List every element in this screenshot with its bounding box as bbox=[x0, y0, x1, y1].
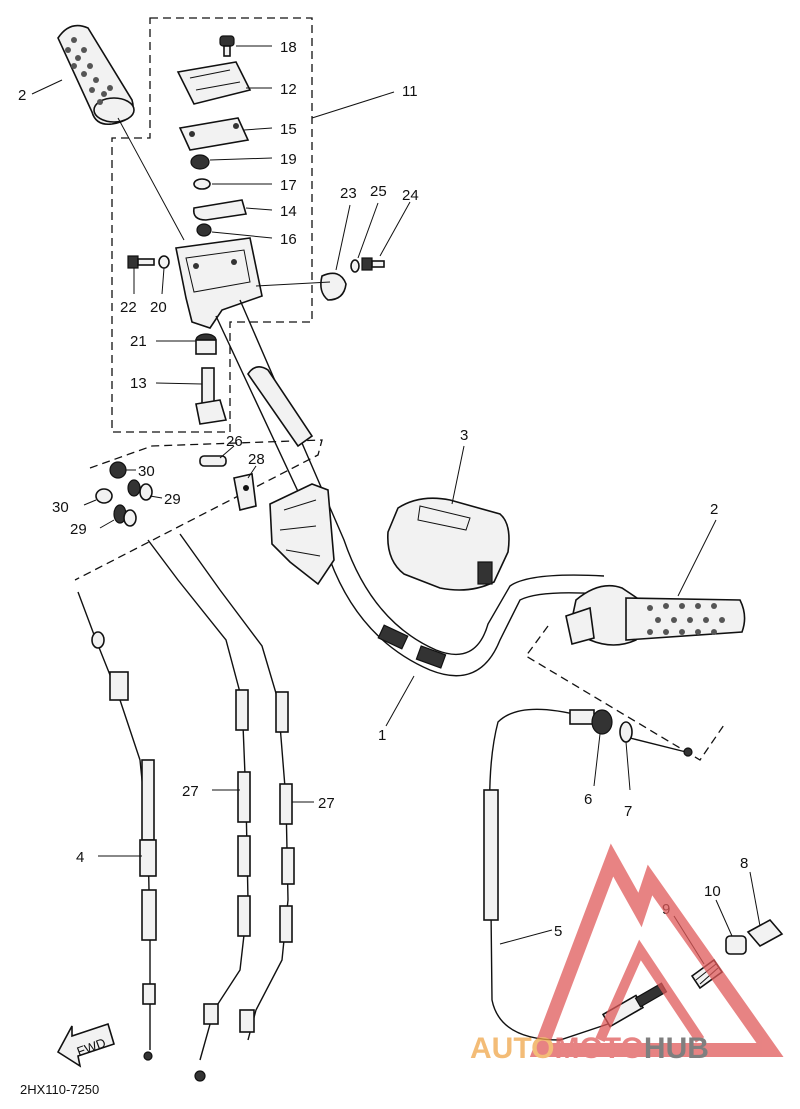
pin-26 bbox=[199, 455, 227, 467]
callout-5: 5 bbox=[554, 923, 562, 940]
callout-2-right: 2 bbox=[710, 501, 718, 518]
spring-16 bbox=[196, 223, 212, 237]
svg-text:AUTOMOTOHUB: AUTOMOTOHUB bbox=[470, 1032, 709, 1065]
right-grip bbox=[625, 597, 746, 641]
block-28 bbox=[233, 473, 257, 511]
cable-4 bbox=[77, 591, 157, 1061]
callout-15: 15 bbox=[280, 121, 297, 138]
callout-21: 21 bbox=[130, 333, 147, 350]
callout-30-right: 30 bbox=[138, 463, 155, 480]
leader-1 bbox=[385, 675, 415, 727]
callout-14: 14 bbox=[280, 203, 297, 220]
callout-27-right: 27 bbox=[318, 795, 335, 812]
handlebar-switch-3 bbox=[387, 497, 510, 591]
callout-16: 16 bbox=[280, 231, 297, 248]
watermark-auto: AUTO bbox=[470, 1032, 554, 1065]
callout-29-right: 29 bbox=[164, 491, 181, 508]
callout-7: 7 bbox=[624, 803, 632, 820]
gasket-15 bbox=[178, 117, 250, 151]
cable-27-left bbox=[147, 539, 251, 1082]
callout-27-left: 27 bbox=[182, 783, 199, 800]
cap-10 bbox=[725, 935, 747, 955]
leader-29-30 bbox=[83, 469, 163, 529]
washer-25 bbox=[350, 259, 360, 273]
callout-2-left: 2 bbox=[18, 87, 26, 104]
callout-12: 12 bbox=[280, 81, 297, 98]
cover-12 bbox=[176, 61, 252, 105]
callout-10: 10 bbox=[704, 883, 721, 900]
watermark-hub: HUB bbox=[644, 1032, 709, 1065]
callout-29-left: 29 bbox=[70, 521, 87, 538]
callout-25: 25 bbox=[370, 183, 387, 200]
callout-4: 4 bbox=[76, 849, 84, 866]
left-grip bbox=[57, 24, 135, 126]
leader-26-28 bbox=[219, 445, 257, 479]
leader-2b bbox=[677, 519, 717, 597]
clip-8 bbox=[746, 918, 784, 948]
right-grip-group-box bbox=[525, 625, 727, 761]
leader-3 bbox=[451, 445, 465, 505]
callout-28: 28 bbox=[248, 451, 265, 468]
screw-24 bbox=[361, 257, 385, 271]
callout-24: 24 bbox=[402, 187, 419, 204]
callout-6: 6 bbox=[584, 791, 592, 808]
callout-20: 20 bbox=[150, 299, 167, 316]
callout-17: 17 bbox=[280, 177, 297, 194]
callout-18: 18 bbox=[280, 39, 297, 56]
grip-leader-line bbox=[117, 117, 185, 241]
callout-13: 13 bbox=[130, 375, 147, 392]
lever-14 bbox=[192, 199, 248, 221]
diagram-code: 2HX110-7250 bbox=[20, 1082, 99, 1097]
throttle-group-box bbox=[111, 17, 313, 433]
callout-8: 8 bbox=[740, 855, 748, 872]
cable-5 bbox=[483, 708, 693, 1041]
callout-19: 19 bbox=[280, 151, 297, 168]
leader-lines-top bbox=[133, 45, 411, 385]
watermark-moto: MOTO bbox=[554, 1032, 643, 1065]
bushing-21 bbox=[195, 333, 217, 355]
callout-23: 23 bbox=[340, 185, 357, 202]
clamp-23 bbox=[320, 272, 347, 301]
callout-11: 11 bbox=[402, 83, 418, 100]
callout-22: 22 bbox=[120, 299, 137, 316]
screw-22 bbox=[127, 255, 155, 269]
nut-19 bbox=[190, 154, 210, 170]
fwd-arrow-icon: FWD bbox=[56, 1022, 115, 1068]
leader-2a bbox=[31, 79, 63, 95]
watermark-logo: AUTOMOTOHUB bbox=[470, 843, 784, 1065]
callout-26: 26 bbox=[226, 433, 243, 450]
throttle-housing bbox=[175, 237, 263, 329]
right-throttle-body bbox=[565, 584, 641, 646]
washer-20 bbox=[158, 255, 170, 269]
throttle-shaft-13 bbox=[195, 367, 228, 425]
callout-1: 1 bbox=[378, 727, 386, 744]
cable-27-right bbox=[179, 533, 295, 1041]
handlebar bbox=[215, 299, 605, 677]
leader-5-6-7 bbox=[499, 733, 631, 945]
screw-18 bbox=[219, 35, 235, 57]
adjuster-parts bbox=[95, 461, 153, 527]
washer-17 bbox=[193, 178, 211, 190]
callout-3: 3 bbox=[460, 427, 468, 444]
leader-27 bbox=[212, 789, 314, 803]
lever-assembly bbox=[269, 483, 335, 586]
callout-30-left: 30 bbox=[52, 499, 69, 516]
